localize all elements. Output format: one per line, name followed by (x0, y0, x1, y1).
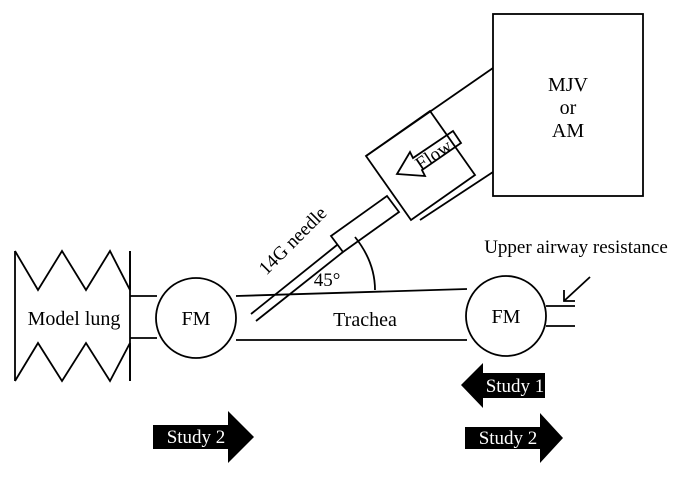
connector-block (364, 109, 477, 222)
needle-hub (329, 194, 401, 254)
ventilator-label-line2: or (560, 97, 577, 119)
ventilator-box: MJV or AM (492, 13, 644, 197)
flowmeter-left-label: FM (182, 308, 211, 330)
needle-label: 14G needle (255, 203, 331, 279)
flowmeter-right-label: FM (492, 306, 521, 328)
flow-arrow: Flow (395, 129, 463, 178)
airway-outlet (546, 305, 575, 327)
model-lung: Model lung (14, 249, 131, 383)
flowmeter-right: FM (465, 275, 547, 357)
flowmeter-left: FM (155, 277, 237, 359)
model-lung-label: Model lung (28, 308, 121, 330)
ventilator-label-line1: MJV (548, 74, 589, 96)
study2-arrow-left: Study 2 (153, 411, 254, 463)
upper-airway-label: Upper airway resistance (484, 237, 668, 258)
study1-label: Study 1 (486, 376, 545, 397)
needle (250, 244, 344, 322)
ventilator-label-line3: AM (552, 120, 584, 142)
study2-left-label: Study 2 (167, 427, 226, 448)
study2-right-label: Study 2 (479, 428, 538, 449)
study1-arrow: Study 1 (461, 363, 545, 408)
flow-label: Flow (412, 136, 456, 175)
upper-airway-pointer (563, 276, 591, 302)
angle-arc (354, 236, 376, 291)
trachea-label: Trachea (333, 309, 397, 331)
study2-arrow-right: Study 2 (465, 413, 563, 463)
trachea: Trachea (235, 288, 468, 341)
lung-connector (130, 295, 157, 339)
angle-label: 45° (314, 270, 341, 291)
